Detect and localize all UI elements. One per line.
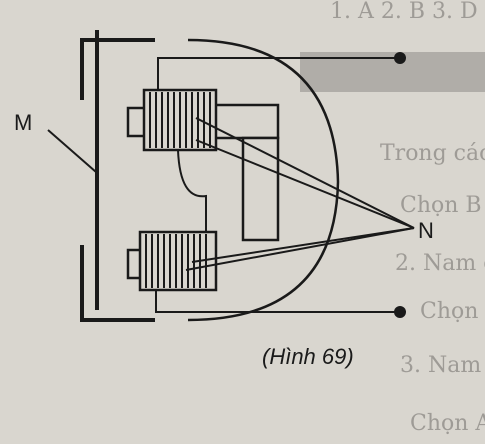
leader-m — [47, 129, 97, 173]
leader-n-4 — [185, 227, 415, 271]
wire-coil-link — [177, 149, 207, 232]
terminal-bottom — [394, 306, 406, 318]
coil-top-windings — [149, 92, 211, 148]
bg-line-5: Chọn D — [420, 299, 485, 324]
bg-line-4: 2. Nam châm điện được sử dụng — [395, 250, 485, 276]
wiring — [155, 57, 400, 313]
leader-n-2 — [195, 139, 415, 229]
leader-lines — [47, 117, 415, 271]
background-text: 1. A 2. B 3. D Trong các thiết bị điện C… — [300, 0, 485, 436]
bg-line-6: 3. Nam châm điện có tác dụng — [400, 353, 485, 378]
figure-caption: (Hình 69) — [262, 344, 354, 369]
bg-line-3: Chọn B — [400, 193, 482, 218]
iron-block — [241, 136, 280, 242]
terminal-top — [394, 52, 406, 64]
leader-n-1 — [195, 117, 415, 229]
armature-bottom-bracket — [80, 245, 155, 322]
iron-core-outline — [187, 38, 340, 322]
wire-top-lead — [157, 57, 400, 90]
coil-top — [142, 88, 218, 152]
bg-line-2: Trong các thiết bị điện — [380, 140, 485, 166]
label-n: N — [418, 218, 434, 243]
armature-m — [80, 30, 155, 322]
wire-bottom-lead — [155, 290, 400, 313]
pole-piece-top — [126, 103, 280, 140]
bg-line-7: Chọn A — [410, 411, 485, 436]
bg-line-1: 1. A 2. B 3. D — [330, 0, 478, 24]
armature-top-bracket — [80, 38, 155, 100]
leader-n-3 — [191, 227, 415, 263]
label-m: M — [14, 110, 32, 135]
